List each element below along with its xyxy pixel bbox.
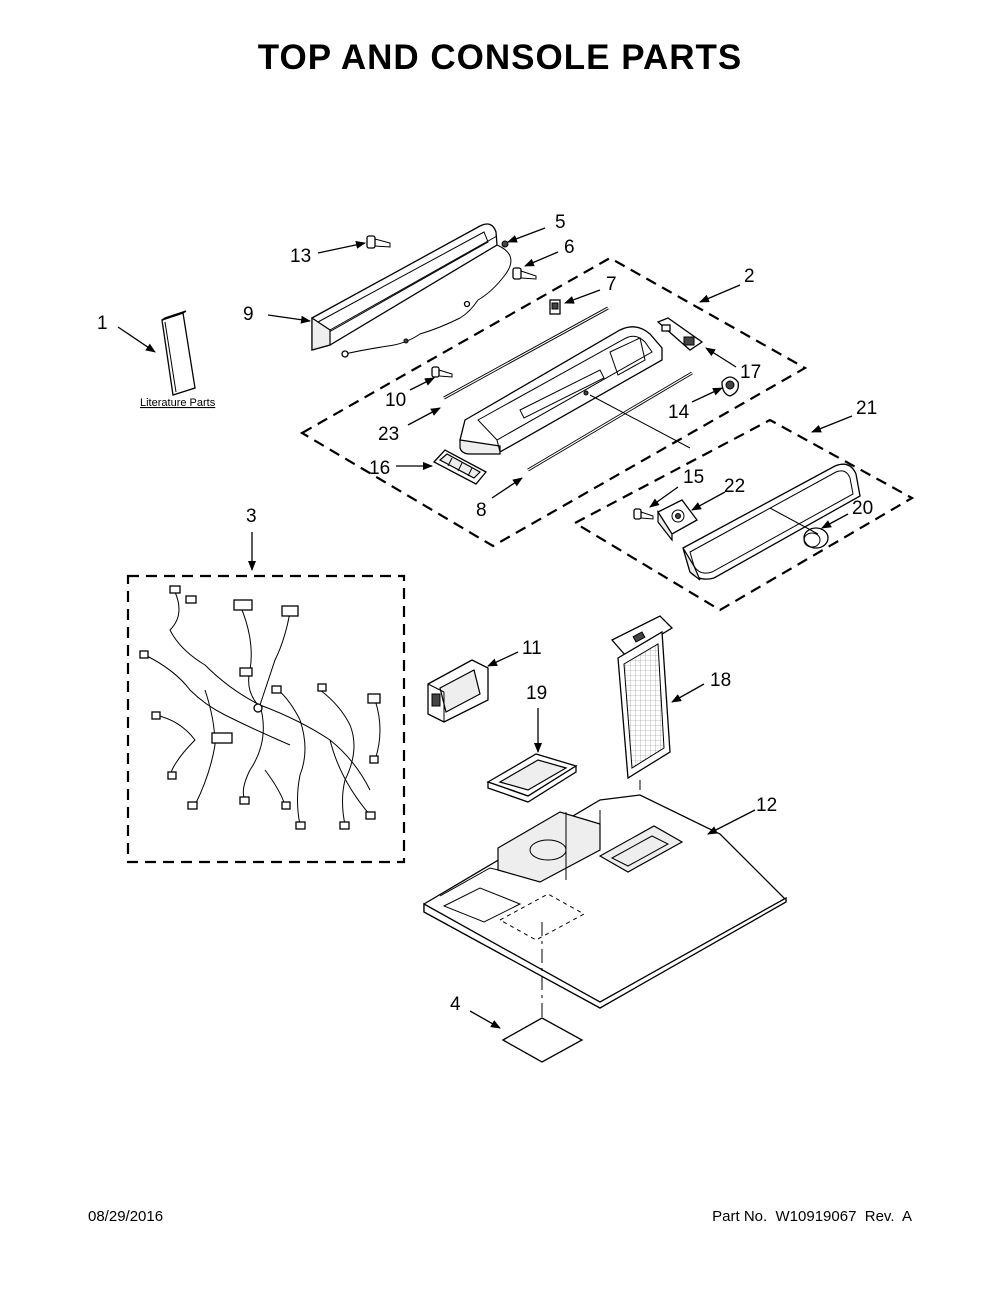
callout-15: 15	[683, 467, 704, 488]
wire-tie-5[interactable]	[501, 240, 509, 248]
console-panel-group-outline	[572, 418, 915, 612]
callout-6: 6	[564, 237, 575, 258]
callout-1: 1	[97, 313, 108, 334]
callout-22: 22	[724, 476, 745, 497]
lint-duct-19[interactable]	[486, 753, 578, 803]
callout-12: 12	[756, 795, 777, 816]
wire-harness-group-outline	[126, 574, 406, 864]
console-panel-21[interactable]	[682, 463, 861, 581]
console-wire	[344, 244, 512, 355]
callout-16: 16	[369, 458, 390, 479]
callout-2: 2	[744, 266, 755, 287]
callout-13: 13	[290, 246, 311, 267]
callout-8: 8	[476, 500, 487, 521]
user-interface-22[interactable]	[657, 499, 698, 542]
callout-18: 18	[710, 670, 731, 691]
callout-11: 11	[522, 638, 542, 659]
screw-10[interactable]	[431, 366, 453, 378]
leader-lines	[117, 227, 853, 1029]
pad-4[interactable]	[501, 1017, 584, 1063]
console-back-panel[interactable]	[311, 223, 498, 351]
literature-parts[interactable]	[161, 310, 196, 396]
knob-14[interactable]	[721, 376, 739, 397]
footer-part-number: Part No. W10919067 Rev. A	[712, 1208, 912, 1225]
screw-13[interactable]	[366, 235, 391, 249]
callout-23: 23	[378, 424, 399, 445]
callout-5: 5	[555, 212, 566, 233]
screw-15[interactable]	[633, 508, 654, 520]
console-body[interactable]	[459, 326, 663, 455]
callout-7: 7	[606, 274, 617, 295]
callout-4: 4	[450, 994, 461, 1015]
literature-parts-label: Literature Parts	[140, 397, 216, 409]
callout-20: 20	[852, 498, 873, 519]
switch-17[interactable]	[656, 317, 704, 351]
callout-10: 10	[385, 390, 406, 411]
callout-14: 14	[668, 402, 690, 423]
knob-20[interactable]	[803, 527, 829, 549]
control-board-11[interactable]	[427, 659, 489, 723]
callout-21: 21	[856, 398, 877, 419]
top-panel-12[interactable]	[423, 794, 788, 1009]
harness-connectors	[139, 585, 381, 830]
clip-7[interactable]	[549, 299, 561, 315]
screw-6[interactable]	[512, 267, 537, 280]
callouts: 1 2 3 4 5 6 7 8 9 10 11 12 13 14 15 16 1…	[97, 212, 877, 1015]
callout-17: 17	[740, 362, 761, 383]
page-title: TOP AND CONSOLE PARTS	[257, 38, 743, 77]
console-group-outline	[299, 256, 808, 548]
callout-3: 3	[246, 506, 257, 527]
connector-bracket-16[interactable]	[432, 449, 488, 485]
footer-date: 08/29/2016	[88, 1208, 164, 1225]
lint-screen-18[interactable]	[610, 615, 674, 780]
callout-9: 9	[243, 304, 254, 325]
callout-19: 19	[526, 683, 547, 704]
